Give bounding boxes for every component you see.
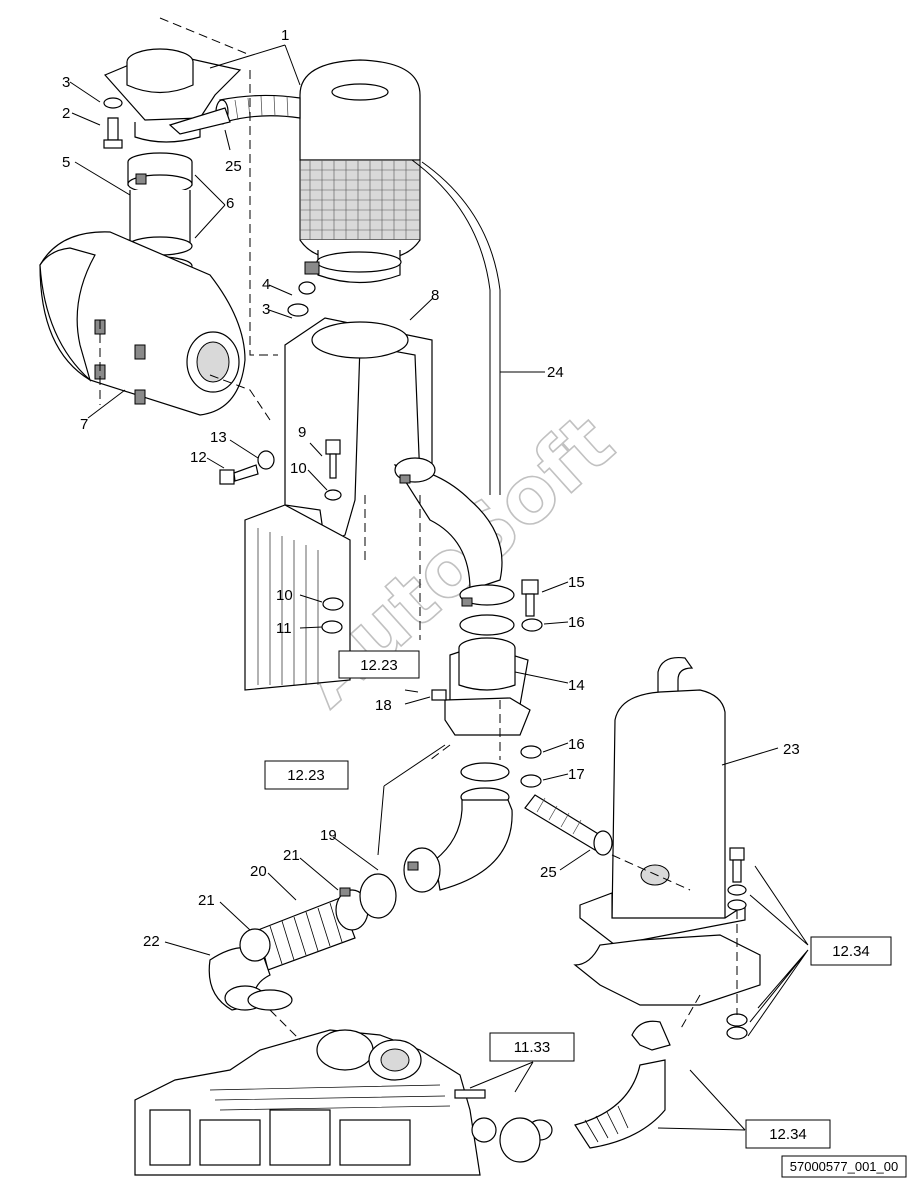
part-label-7: 7 xyxy=(80,416,88,433)
part-label-14: 14 xyxy=(568,677,585,694)
svg-text:12.34: 12.34 xyxy=(769,1126,807,1143)
part-label-18: 18 xyxy=(375,697,392,714)
mounting-bracket-icon xyxy=(284,281,433,546)
part-label-25b: 25 xyxy=(540,864,557,881)
radiator-icon xyxy=(244,504,351,691)
part-label-16b: 16 xyxy=(568,736,585,753)
part-label-17: 17 xyxy=(568,766,585,783)
leader-lines xyxy=(69,44,809,1131)
part-label-1: 1 xyxy=(281,27,289,44)
part-label-11: 11 xyxy=(276,620,292,637)
part-label-16: 16 xyxy=(568,614,585,631)
intake-elbow-lower-icon xyxy=(403,762,513,893)
svg-text:57000577_001_00: 57000577_001_00 xyxy=(790,1159,898,1174)
reference-box-12-23-lower[interactable]: 12.23 xyxy=(264,760,349,790)
alignment-lines xyxy=(99,17,738,1041)
svg-text:12.34: 12.34 xyxy=(832,943,870,960)
exhaust-pipe-icon xyxy=(499,1020,671,1163)
part-label-25: 25 xyxy=(225,158,242,175)
reference-box-12-23-upper[interactable]: 12.23 xyxy=(338,650,420,679)
intake-elbow-upper-icon xyxy=(393,457,515,636)
part-label-13: 13 xyxy=(210,429,227,446)
air-cleaner-canister-icon xyxy=(299,59,421,284)
svg-text:12.23: 12.23 xyxy=(287,767,325,784)
air-filter-housing-icon xyxy=(103,48,242,276)
part-label-9: 9 xyxy=(298,424,306,441)
flex-bellows-icon xyxy=(257,861,419,971)
part-label-8: 8 xyxy=(431,287,439,304)
part-label-4: 4 xyxy=(262,276,270,293)
part-label-10: 10 xyxy=(290,460,307,477)
hose-24-icon xyxy=(411,159,501,495)
part-label-10b: 10 xyxy=(276,587,293,604)
exhaust-muffler-icon xyxy=(573,656,761,1006)
air-cleaner-housing-icon xyxy=(39,231,246,416)
part-label-2: 2 xyxy=(62,105,70,122)
part-label-12: 12 xyxy=(190,449,207,466)
reference-box-12-34-right[interactable]: 12.34 xyxy=(810,936,892,966)
part-label-5: 5 xyxy=(62,154,70,171)
svg-text:12.23: 12.23 xyxy=(360,657,398,674)
bolt-12-34-icon xyxy=(726,847,748,1040)
bolt-icon xyxy=(103,97,123,149)
reference-box-11-33[interactable]: 11.33 xyxy=(489,1032,575,1062)
bolt-15-icon xyxy=(520,579,543,788)
fasteners-icon xyxy=(219,439,344,634)
reference-box-12-34-bottom[interactable]: 12.34 xyxy=(745,1119,831,1149)
svg-text:11.33: 11.33 xyxy=(514,1039,550,1056)
part-label-3b: 3 xyxy=(262,301,270,318)
hose-lower-icon xyxy=(524,794,613,856)
part-label-3: 3 xyxy=(62,74,70,91)
part-label-19: 19 xyxy=(320,827,337,844)
engine-assembly-icon xyxy=(134,1029,497,1176)
part-label-20: 20 xyxy=(250,863,267,880)
part-label-15: 15 xyxy=(568,574,585,591)
flange-plate-icon xyxy=(431,637,531,736)
part-label-6: 6 xyxy=(226,195,234,212)
part-label-23: 23 xyxy=(783,741,800,758)
part-label-21: 21 xyxy=(283,847,300,864)
part-label-24: 24 xyxy=(547,364,564,381)
part-labels: 1 2 3 4 3 5 6 7 8 9 10 10 11 12 13 14 15… xyxy=(62,27,800,950)
elbow-22-icon xyxy=(208,928,293,1011)
part-label-21b: 21 xyxy=(198,892,215,909)
part-label-22: 22 xyxy=(143,933,160,950)
reference-boxes: 12.23 12.23 12.34 12.34 11.33 xyxy=(264,650,892,1149)
figure-id-box: 57000577_001_00 xyxy=(781,1155,907,1178)
